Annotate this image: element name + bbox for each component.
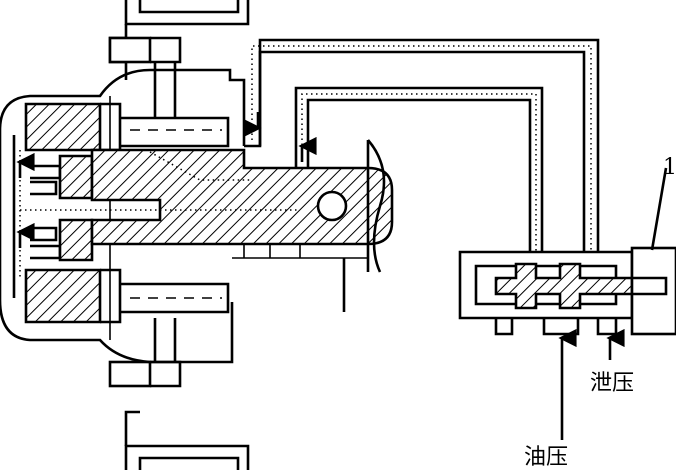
internal-oil-path	[19, 150, 300, 280]
callout-number: 1	[663, 155, 676, 180]
upper-piston-block	[24, 102, 230, 152]
top-bracket	[108, 0, 250, 118]
outer-oil-passage	[244, 38, 600, 252]
flow-arrows	[16, 112, 317, 248]
oil-pressure-label: 油压	[524, 445, 568, 470]
inner-oil-passage	[294, 86, 544, 252]
main-shaft	[90, 139, 394, 312]
port-arrows	[558, 328, 625, 440]
drain-pressure-label: 泄压	[590, 371, 634, 396]
valve-spool	[494, 246, 676, 336]
lower-piston-block	[24, 268, 230, 324]
callout-leader	[650, 167, 668, 251]
clutch-disc-stack	[30, 154, 94, 262]
bottom-bracket	[108, 318, 250, 470]
clutch-housing	[0, 68, 246, 364]
